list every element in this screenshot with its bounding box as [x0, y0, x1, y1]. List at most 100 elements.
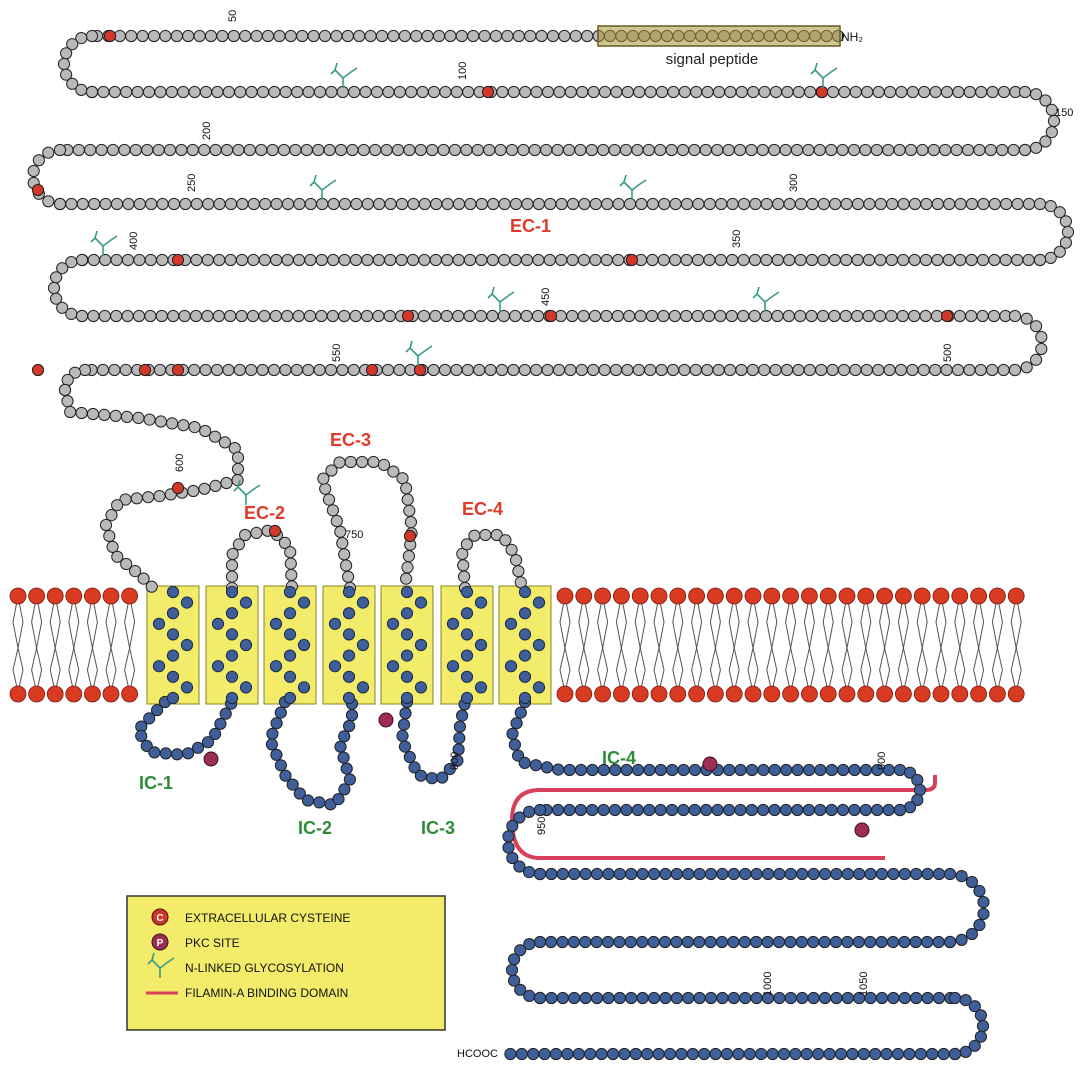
residue-bead	[485, 364, 496, 375]
residue-bead	[642, 1048, 653, 1059]
helix-residue-bead	[343, 629, 354, 640]
residue-bead	[106, 509, 117, 520]
residue-bead	[712, 144, 723, 155]
residue-bead	[727, 198, 738, 209]
residue-bead	[917, 144, 928, 155]
residue-bead	[248, 254, 259, 265]
helix-residue-bead	[475, 597, 486, 608]
helix-residue-bead	[461, 671, 472, 682]
lipid-head	[29, 686, 45, 702]
residue-bead	[613, 198, 624, 209]
residue-bead	[826, 144, 837, 155]
lipid-tail	[997, 648, 1002, 692]
residue-bead	[887, 936, 898, 947]
residue-bead	[219, 437, 230, 448]
residue-bead	[427, 144, 438, 155]
residue-bead	[622, 86, 633, 97]
residue-bead	[341, 560, 352, 571]
residue-bead	[268, 364, 279, 375]
residue-bead	[280, 86, 291, 97]
residue-bead	[717, 992, 728, 1003]
lipid-head	[820, 588, 836, 604]
lipid-head	[858, 686, 874, 702]
lipid-tail	[560, 648, 565, 692]
residue-bead	[54, 144, 65, 155]
lipid-tail	[885, 648, 890, 692]
residue-bead	[774, 868, 785, 879]
residue-bead	[111, 198, 122, 209]
residue-bead	[497, 86, 508, 97]
residue-bead	[717, 868, 728, 879]
helix-residue-bead	[167, 650, 178, 661]
residue-bead	[392, 144, 403, 155]
helix-residue-bead	[167, 692, 178, 703]
residue-bead	[806, 310, 817, 321]
residue-bead	[667, 364, 678, 375]
residue-bead	[48, 282, 59, 293]
residue-bead	[293, 254, 304, 265]
lipid-tail	[880, 648, 885, 692]
residue-bead	[534, 936, 545, 947]
residue-bead	[987, 86, 998, 97]
residue-bead	[334, 457, 345, 468]
residue-bead	[148, 30, 159, 41]
residue-bead	[59, 384, 70, 395]
residue-bead	[784, 254, 795, 265]
residue-bead	[214, 198, 225, 209]
residue-bead	[762, 868, 773, 879]
residue-bead	[521, 254, 532, 265]
domain-label-ec-4: EC-4	[462, 499, 503, 519]
residue-bead	[499, 254, 510, 265]
residue-bead	[679, 364, 690, 375]
residue-bead	[710, 1048, 721, 1059]
lipid-tail	[767, 648, 772, 692]
residue-bead	[502, 30, 513, 41]
residue-bead	[534, 992, 545, 1003]
residue-bead	[716, 936, 727, 947]
residue-bead	[335, 741, 346, 752]
domain-label-ec-1: EC-1	[510, 216, 551, 236]
lipid-tail	[678, 648, 683, 692]
cysteine-bead	[104, 30, 115, 41]
residue-bead	[563, 144, 574, 155]
residue-bead	[468, 30, 479, 41]
residue-bead	[536, 30, 547, 41]
residue-bead	[381, 144, 392, 155]
residue-bead	[232, 463, 243, 474]
residue-bead	[362, 254, 373, 265]
lipid-tail	[772, 648, 777, 692]
residue-bead	[399, 30, 410, 41]
residue-bead	[89, 198, 100, 209]
residue-bead	[761, 198, 772, 209]
residue-bead	[546, 992, 557, 1003]
residue-bead	[119, 144, 130, 155]
lipid-head	[801, 588, 817, 604]
residue-bead	[815, 804, 826, 815]
residue-bead	[791, 144, 802, 155]
residue-bead	[842, 992, 853, 1003]
lipid-head	[707, 686, 723, 702]
glycosylation-icon	[91, 231, 117, 256]
residue-bead	[160, 30, 171, 41]
lipid-head	[103, 588, 119, 604]
residue-bead	[333, 794, 344, 805]
residue-bead	[85, 144, 96, 155]
helix-residue-bead	[519, 586, 530, 597]
residue-bead	[227, 548, 238, 559]
lipid-tail	[823, 648, 828, 692]
residue-bead	[579, 198, 590, 209]
residue-bead	[759, 364, 770, 375]
residue-bead	[462, 364, 473, 375]
residue-bead	[704, 198, 715, 209]
residue-bead	[203, 198, 214, 209]
cysteine-bead	[941, 310, 952, 321]
helix-residue-bead	[167, 586, 178, 597]
helix-residue-bead	[357, 682, 368, 693]
domain-label-ic-2: IC-2	[298, 818, 332, 838]
residue-bead	[801, 1048, 812, 1059]
residue-bead	[542, 86, 553, 97]
residue-bead	[621, 804, 632, 815]
residue-bead	[705, 936, 716, 947]
residue-bead	[314, 797, 325, 808]
residue-bead	[248, 198, 259, 209]
